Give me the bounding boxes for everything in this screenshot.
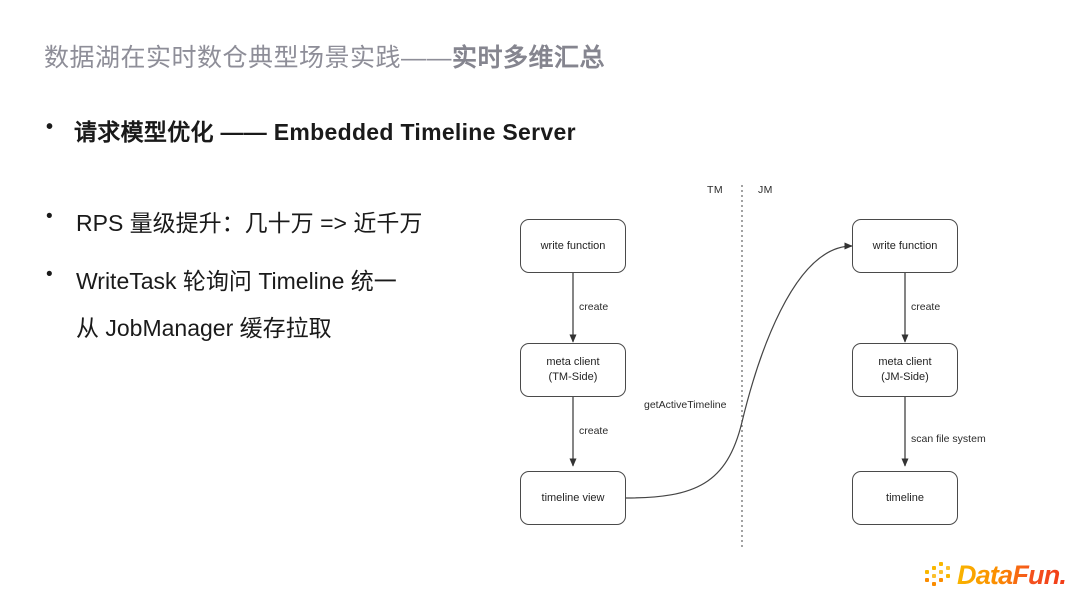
- bullet-writetask-line1: WriteTask 轮询问 Timeline 统一: [76, 268, 397, 294]
- edge-label-tm-create-1: create: [579, 301, 609, 313]
- node-label-line1: meta client: [878, 356, 932, 369]
- node-jm-meta-client[interactable]: meta client (JM-Side): [852, 343, 958, 397]
- bullet-marker-icon: •: [46, 206, 53, 227]
- edge-label-jm-scan-file-system: scan file system: [911, 433, 986, 445]
- bullet-rps-text: RPS 量级提升：几十万 => 近千万: [76, 210, 423, 236]
- node-label-line2: (TM-Side): [548, 371, 598, 383]
- edge-get-active-timeline: [625, 242, 853, 499]
- lane-label-tm: TM: [707, 184, 723, 196]
- node-label-line1: write function: [872, 239, 938, 252]
- bullet-item-writetask: • WriteTask 轮询问 Timeline 统一 从 JobManager…: [46, 264, 397, 346]
- page-title: 数据湖在实时数仓典型场景实践——实时多维汇总: [44, 38, 605, 74]
- node-label-line1: write function: [540, 239, 606, 252]
- architecture-diagram: TM JM write function meta client (TM-Sid…: [505, 172, 1025, 562]
- datafun-logo: DataFun.: [925, 560, 1070, 600]
- node-tm-write-function[interactable]: write function: [520, 219, 626, 273]
- bullet-writetask-text: WriteTask 轮询问 Timeline 统一 从 JobManager 缓…: [76, 265, 397, 346]
- node-label-line1: timeline view: [541, 491, 605, 504]
- node-jm-timeline[interactable]: timeline: [852, 471, 958, 525]
- diagram-connectors: [569, 185, 909, 548]
- node-label-line1: meta client: [546, 356, 600, 369]
- lane-label-jm: JM: [758, 184, 773, 196]
- node-label-line2: (JM-Side): [881, 371, 929, 383]
- bullet-marker-icon: •: [46, 116, 54, 138]
- node-tm-meta-client[interactable]: meta client (TM-Side): [520, 343, 626, 397]
- node-label-line1: timeline: [886, 491, 924, 504]
- page-title-emphasis: 实时多维汇总: [452, 44, 606, 72]
- bullet-writetask-line2: 从 JobManager 缓存拉取: [76, 315, 332, 342]
- bullet-headline-text: 请求模型优化 —— Embedded Timeline Server: [74, 119, 576, 145]
- node-jm-write-function[interactable]: write function: [852, 219, 958, 273]
- node-tm-timeline-view[interactable]: timeline view: [520, 471, 626, 525]
- bullet-marker-icon: •: [46, 264, 53, 285]
- edge-label-get-active-timeline: getActiveTimeline: [644, 399, 727, 411]
- bullet-item-rps: • RPS 量级提升：几十万 => 近千万: [46, 206, 423, 240]
- logo-wordmark: DataFun.: [957, 560, 1067, 590]
- page-title-plain: 数据湖在实时数仓典型场景实践——: [44, 44, 453, 72]
- edge-label-tm-create-2: create: [579, 425, 609, 437]
- bullet-item-headline: • 请求模型优化 —— Embedded Timeline Server: [46, 116, 576, 149]
- edge-label-jm-create: create: [911, 301, 941, 313]
